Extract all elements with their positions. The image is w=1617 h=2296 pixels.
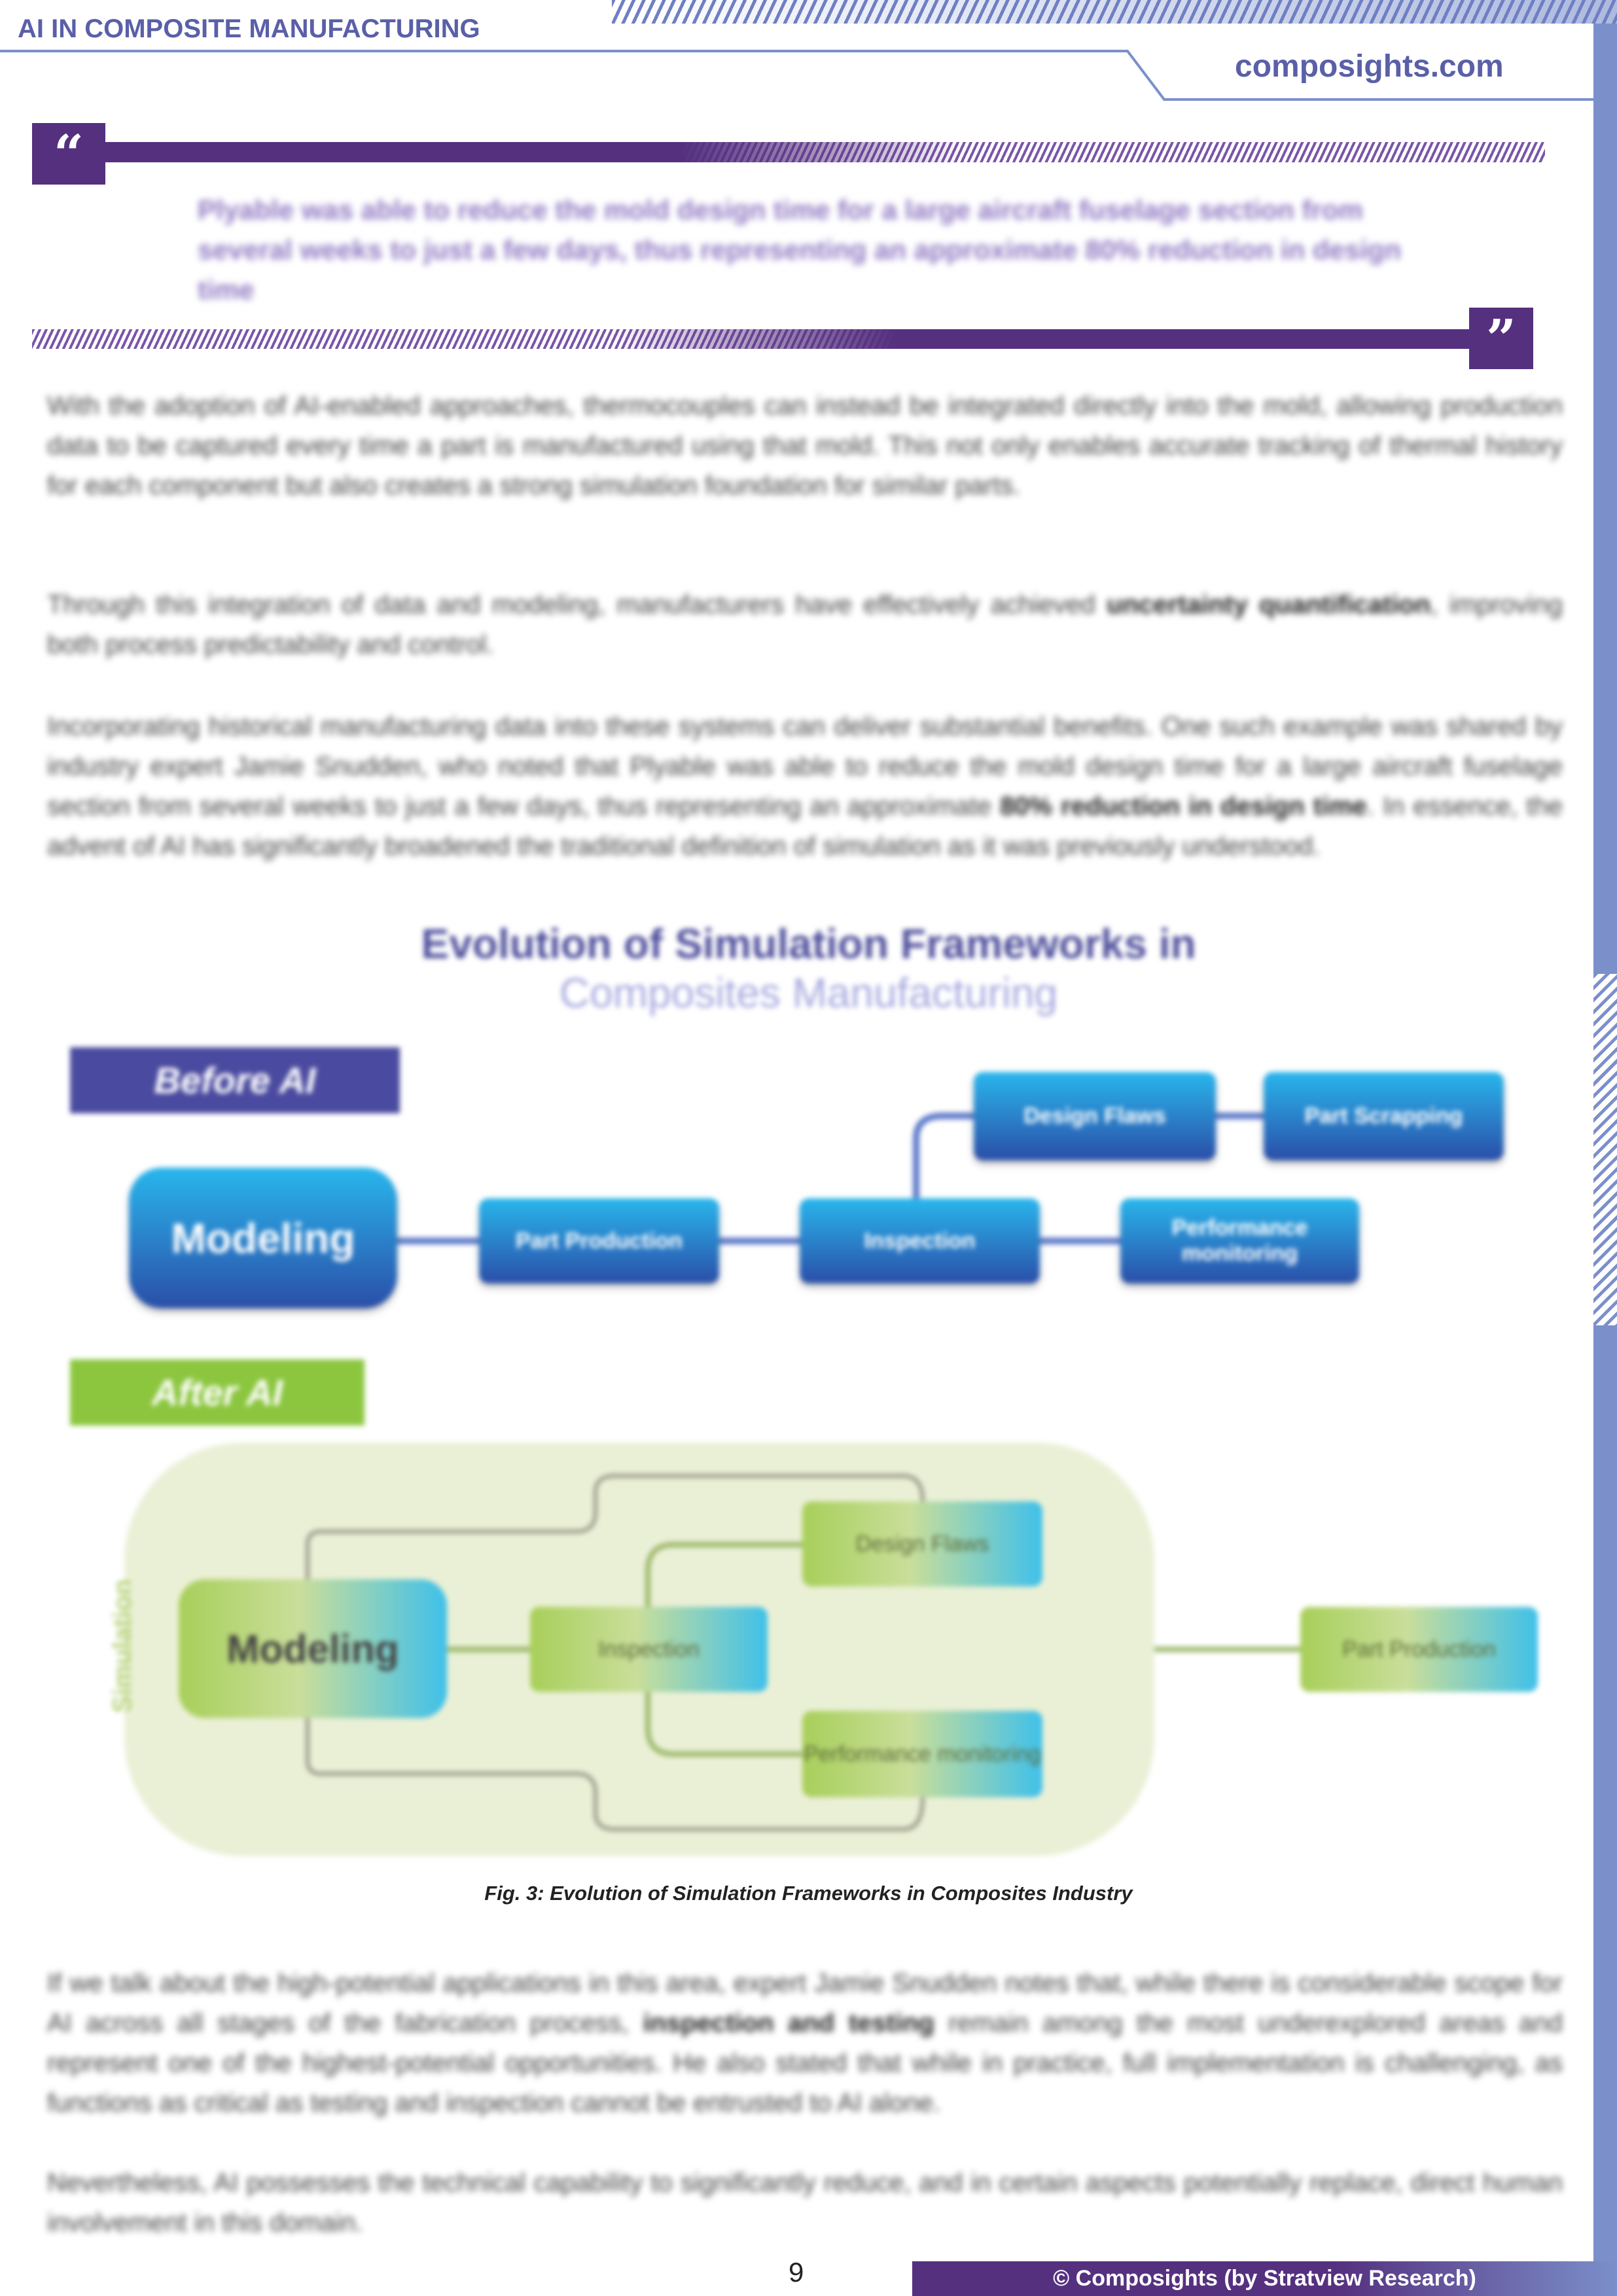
quote-bar-bottom: [32, 329, 1472, 349]
paragraph-3: Incorporating historical manufacturing d…: [47, 712, 1563, 861]
right-border-hatch: [1593, 974, 1617, 1325]
after-part-production-box: Part Production: [1300, 1607, 1538, 1692]
paragraph-4: If we talk about the high-potential appl…: [47, 1969, 1563, 2117]
site-link[interactable]: composights.com: [1235, 49, 1504, 84]
simulation-label: Simulation: [108, 1579, 137, 1713]
diagram-subtitle: Composites Manufacturing: [559, 969, 1058, 1016]
diagram-title: Evolution of Simulation Frameworks in: [421, 920, 1196, 967]
after-modeling-box: Modeling: [179, 1579, 447, 1718]
paragraph-5: Nevertheless, AI possesses the technical…: [47, 2168, 1563, 2237]
after-performance-monitoring-box: Performance monitoring: [802, 1711, 1042, 1797]
paragraph-2: Through this integration of data and mod…: [47, 590, 1563, 659]
figure-caption: Fig. 3: Evolution of Simulation Framewor…: [484, 1882, 1133, 1905]
before-part-scrapping-box: Part Scrapping: [1264, 1072, 1504, 1160]
quote-bar-top: [105, 142, 1545, 162]
before-performance-monitoring-box: Performance monitoring: [1120, 1198, 1359, 1283]
before-inspection-box: Inspection: [800, 1198, 1040, 1283]
after-ai-label: After AI: [70, 1359, 364, 1426]
paragraph-1: With the adoption of AI-enabled approach…: [47, 391, 1563, 500]
after-inspection-box: Inspection: [530, 1607, 768, 1692]
open-quote-icon: “: [32, 123, 105, 185]
after-design-flaws-box: Design Flaws: [802, 1501, 1042, 1587]
before-ai-label: Before AI: [70, 1047, 400, 1113]
header-title: AI IN COMPOSITE MANUFACTURING: [18, 14, 480, 43]
before-modeling-box: Modeling: [129, 1168, 397, 1308]
page-number: 9: [789, 2257, 804, 2287]
footer-copyright: © Composights (by Stratview Research): [912, 2261, 1617, 2296]
close-quote-icon: ”: [1469, 308, 1533, 369]
pull-quote: Plyable was able to reduce the mold desi…: [198, 194, 1402, 305]
header-stripes: [612, 0, 1617, 24]
before-part-production-box: Part Production: [479, 1198, 719, 1283]
before-design-flaws-box: Design Flaws: [974, 1072, 1216, 1160]
header-divider: [0, 50, 1593, 101]
